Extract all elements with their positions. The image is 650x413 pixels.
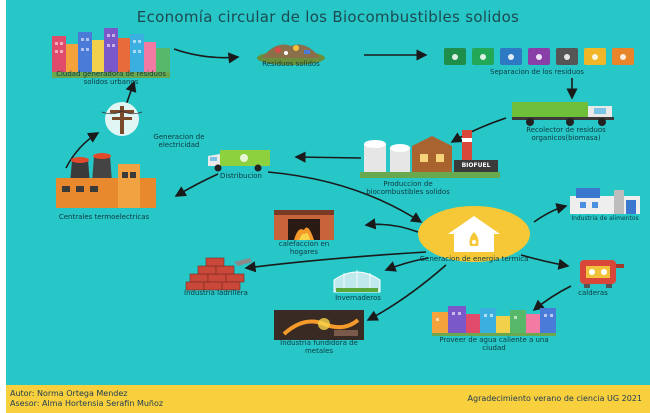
arrow-hub-to-greenhouse: [384, 257, 429, 272]
arrow-truck-to-production: [450, 117, 507, 143]
flow-arrows: [65, 48, 578, 321]
label-produccion: Produccion de biocombustibles solidos: [366, 180, 450, 196]
arrow-city-to-waste: [173, 48, 240, 64]
footer-autor: Autor: Norma Ortega Mendez: [10, 389, 128, 398]
label-calefaccion: calefaccion en hogares: [278, 240, 330, 256]
arrow-power-plant-to-electricity: [65, 132, 100, 169]
label-distribucion: Distribucion: [220, 172, 262, 180]
power-pole-icon: [101, 102, 143, 136]
city-icon: [52, 28, 170, 78]
label-ciudad: Ciudad generadora de residuos solidos ur…: [56, 70, 166, 86]
label-calderas: calderas: [578, 289, 608, 297]
label-separacion: Separacion de los residuos: [490, 68, 584, 76]
diagram-canvas: Economía circular de los Biocombustibles…: [6, 0, 650, 413]
arrow-hub-to-heating: [364, 218, 419, 233]
arrow-boilers-to-town: [532, 285, 572, 312]
arrow-hub-to-bricks: [244, 251, 427, 273]
recycle-bins-icon: [444, 48, 634, 65]
distribution-truck-icon: [208, 150, 270, 172]
label-invernaderos: Invernaderos: [335, 294, 381, 302]
arrow-production-to-distribution: [294, 151, 362, 163]
town-icon: [432, 306, 556, 336]
fireplace-icon: [274, 210, 334, 240]
arrow-distribution-to-power-plant: [174, 173, 219, 197]
arrow-distribution-to-hub: [267, 171, 423, 223]
foundry-icon: [274, 310, 364, 340]
biofuel-sign: BIOFUEL: [461, 162, 491, 169]
footer-bar: Autor: Norma Ortega Mendez Asesor: Alma …: [6, 385, 650, 413]
label-industria-alimentos: Industria de alimentos: [571, 215, 639, 222]
footer-asesor: Asesor: Alma Hortensia Serafin Muñoz: [10, 399, 164, 408]
house-flame-icon: [418, 206, 530, 262]
label-recolector: Recolector de residuos organicos(biomasa…: [526, 126, 606, 142]
garbage-truck-icon: [512, 102, 614, 126]
label-generacion-electricidad: Generacion de electricidad: [153, 133, 205, 149]
diagram-title: Economía circular de los Biocombustibles…: [136, 8, 520, 26]
arrow-hub-to-foundry: [366, 264, 447, 321]
waste-pile-icon: [257, 44, 325, 65]
label-centrales: Centrales termoelectricas: [58, 213, 150, 221]
power-plant-icon: [56, 153, 156, 208]
boiler-icon: [580, 260, 624, 288]
label-agua-caliente: Proveer de agua caliente a una ciudad: [439, 336, 549, 352]
label-energia-termica: Generacion de energia termica: [419, 255, 529, 263]
food-factory-icon: [570, 188, 640, 214]
biofuel-plant-icon: [360, 130, 500, 178]
bricks-icon: [185, 257, 252, 291]
label-residuos: Residuos solidos: [262, 60, 320, 68]
label-fundidora: Industria fundidora de metales: [280, 339, 358, 355]
label-industria-ladrillera: Industria ladrillera: [184, 289, 248, 297]
arrow-hub-to-food: [533, 203, 568, 223]
arrow-hub-to-boilers: [520, 254, 570, 270]
footer-agradecimiento: Agradecimiento verano de ciencia UG 2021: [467, 394, 642, 403]
greenhouse-icon: [333, 270, 381, 293]
